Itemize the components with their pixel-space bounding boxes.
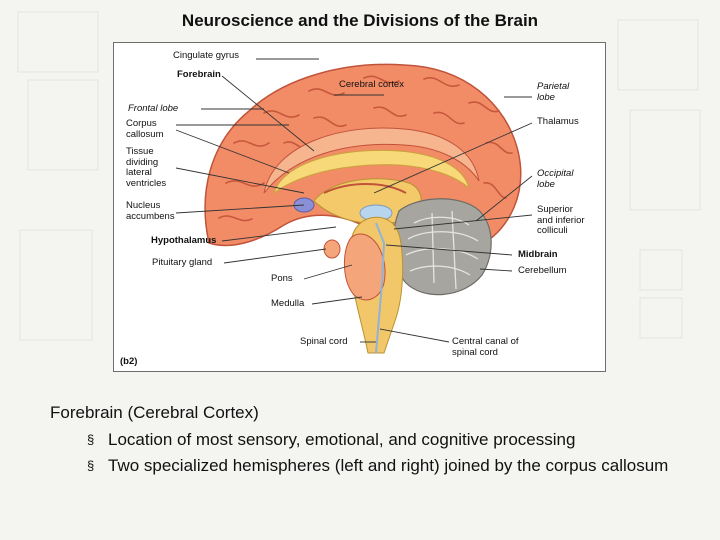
bullet-item: § Two specialized hemispheres (left and …	[50, 456, 690, 476]
pituitary-gland	[324, 240, 340, 258]
body-heading: Forebrain (Cerebral Cortex)	[50, 402, 690, 424]
label-nucleus-accumbens: Nucleus accumbens	[126, 201, 175, 222]
label-midbrain: Midbrain	[518, 250, 558, 261]
label-medulla: Medulla	[271, 299, 304, 310]
bullet-item: § Location of most sensory, emotional, a…	[50, 430, 690, 450]
label-corpus-callosum: Corpus callosum	[126, 119, 164, 140]
label-forebrain: Forebrain	[177, 70, 221, 81]
label-occipital-lobe: Occipital lobe	[537, 169, 573, 190]
label-colliculi: Superior and inferior colliculi	[537, 205, 585, 237]
label-hypothalamus: Hypothalamus	[151, 236, 216, 247]
label-thalamus: Thalamus	[537, 117, 579, 128]
slide-body: Forebrain (Cerebral Cortex) § Location o…	[50, 402, 690, 476]
label-cerebral-cortex: Cerebral cortex	[339, 80, 404, 91]
slide-title: Neuroscience and the Divisions of the Br…	[0, 11, 720, 31]
label-central-canal: Central canal of spinal cord	[452, 337, 519, 358]
label-frontal-lobe: Frontal lobe	[128, 104, 178, 115]
panel-label: (b2)	[120, 357, 137, 368]
label-parietal-lobe: Parietal lobe	[537, 82, 569, 103]
bullet-text: Two specialized hemispheres (left and ri…	[108, 456, 668, 475]
label-pons: Pons	[271, 274, 293, 285]
brain-illustration	[114, 43, 605, 371]
label-tissue-dividing-ventricles: Tissue dividing lateral ventricles	[126, 147, 166, 189]
label-cingulate-gyrus: Cingulate gyrus	[173, 51, 239, 62]
bullet-marker: §	[87, 456, 94, 476]
bullet-text: Location of most sensory, emotional, and…	[108, 430, 575, 449]
brain-diagram: Cingulate gyrus Forebrain Frontal lobe C…	[113, 42, 606, 372]
label-cerebellum: Cerebellum	[518, 266, 567, 277]
bullet-marker: §	[87, 430, 94, 450]
label-spinal-cord: Spinal cord	[300, 337, 348, 348]
label-pituitary-gland: Pituitary gland	[152, 258, 212, 269]
